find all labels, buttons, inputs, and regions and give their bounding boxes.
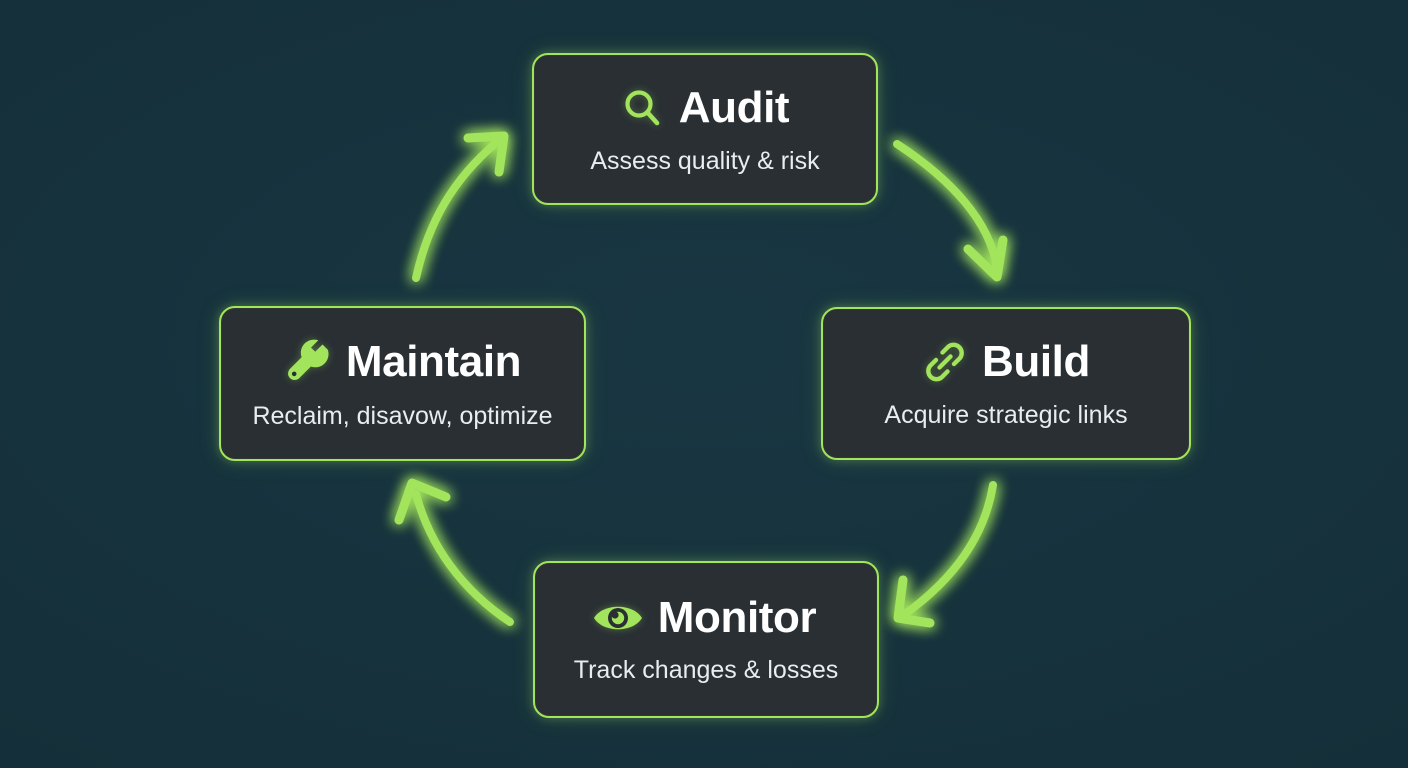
card-subtitle-audit: Assess quality & risk: [590, 146, 820, 175]
card-title-audit: Audit: [678, 82, 790, 132]
eye-icon: [592, 598, 644, 638]
step-card-maintain[interactable]: Maintain Reclaim, disavow, optimize: [219, 306, 586, 461]
card-subtitle-monitor: Track changes & losses: [573, 656, 839, 684]
card-title-row: Maintain: [284, 337, 522, 386]
arrow-audit-to-build: [893, 140, 1008, 282]
card-title-maintain: Maintain: [345, 337, 522, 386]
card-title-row: Audit: [619, 82, 790, 132]
card-title-build: Build: [982, 337, 1090, 386]
magnifier-icon: [619, 85, 665, 131]
card-subtitle-build: Acquire strategic links: [884, 401, 1128, 429]
step-card-monitor[interactable]: Monitor Track changes & losses: [533, 561, 879, 718]
wrench-icon: [284, 338, 332, 386]
card-title-row: Build: [922, 339, 1090, 385]
step-card-audit[interactable]: Audit Assess quality & risk: [532, 53, 878, 205]
card-subtitle-maintain: Reclaim, disavow, optimize: [252, 402, 553, 430]
step-card-build[interactable]: Build Acquire strategic links: [821, 307, 1191, 460]
arrow-build-to-monitor: [893, 481, 997, 628]
arrow-monitor-to-maintain: [394, 478, 514, 626]
card-title-row: Monitor: [592, 593, 817, 642]
chain-link-icon: [922, 339, 968, 385]
arrow-maintain-to-audit: [412, 131, 509, 282]
card-title-monitor: Monitor: [657, 593, 817, 642]
